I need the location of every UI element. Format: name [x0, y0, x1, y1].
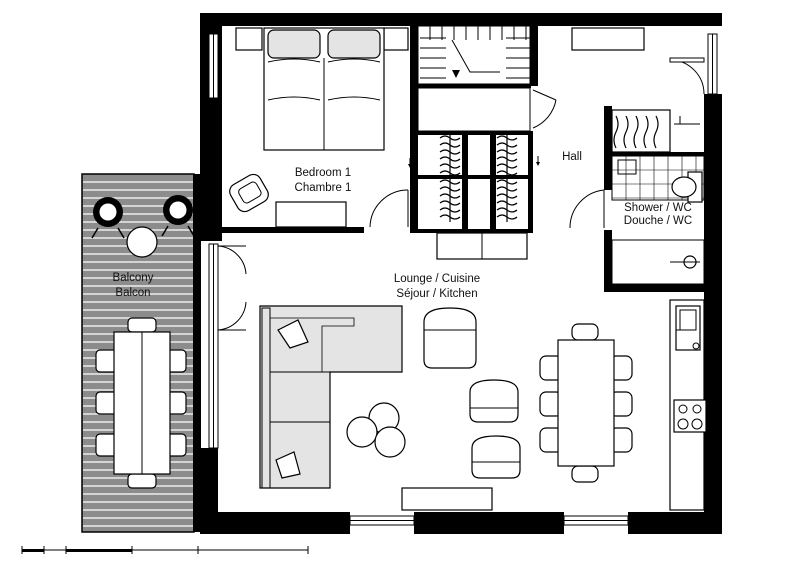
entrance-door — [669, 57, 705, 95]
balcony-chair-left — [91, 197, 125, 239]
shower-door — [569, 189, 605, 229]
lounge-door — [217, 245, 247, 331]
corner-sofa — [259, 305, 403, 489]
bedroom-label: Bedroom 1 — [295, 167, 351, 179]
balcony-label: Balcony — [113, 272, 154, 284]
balcony-label-fr: Balcon — [115, 287, 150, 299]
nightstand-right — [383, 27, 409, 51]
coffee-tables — [346, 402, 406, 458]
shower-room — [611, 109, 705, 285]
bedroom-dresser — [275, 201, 347, 228]
lounge-label-fr: Séjour / Kitchen — [396, 288, 477, 300]
nightstand-left — [235, 27, 263, 51]
exterior-walls — [200, 13, 722, 534]
staircase — [417, 25, 531, 132]
hall-furniture — [532, 27, 705, 229]
scale-bar — [21, 546, 309, 554]
dining-set — [539, 323, 633, 483]
hall-label: Hall — [562, 151, 582, 163]
hall-bench — [571, 27, 645, 51]
balcony-dining-set — [95, 317, 187, 489]
balcony: Balcony Balcon — [81, 173, 201, 533]
lounge-pouf-top — [423, 307, 477, 369]
bedroom-furniture — [229, 27, 409, 228]
interior-walls — [222, 26, 704, 292]
kitchen-counter — [669, 299, 707, 511]
balcony-chair-right — [161, 195, 195, 237]
lounge-label: Lounge / Cuisine — [394, 273, 480, 285]
shower-label-fr: Douche / WC — [624, 215, 692, 227]
shower-label: Shower / WC — [624, 202, 692, 214]
windows — [208, 33, 718, 526]
bedroom-door — [369, 189, 409, 228]
lounge-pouf-mid — [469, 379, 519, 423]
bedroom-armchair — [229, 173, 269, 213]
wardrobes — [408, 134, 540, 260]
tv-sideboard — [401, 487, 493, 511]
wardrobe-door — [532, 89, 557, 129]
lounge-pouf-low — [471, 435, 521, 479]
bedroom-label-fr: Chambre 1 — [295, 182, 352, 194]
lounge-furniture — [217, 245, 521, 511]
balcony-round-table — [126, 226, 158, 258]
balcony-railing — [193, 174, 201, 532]
